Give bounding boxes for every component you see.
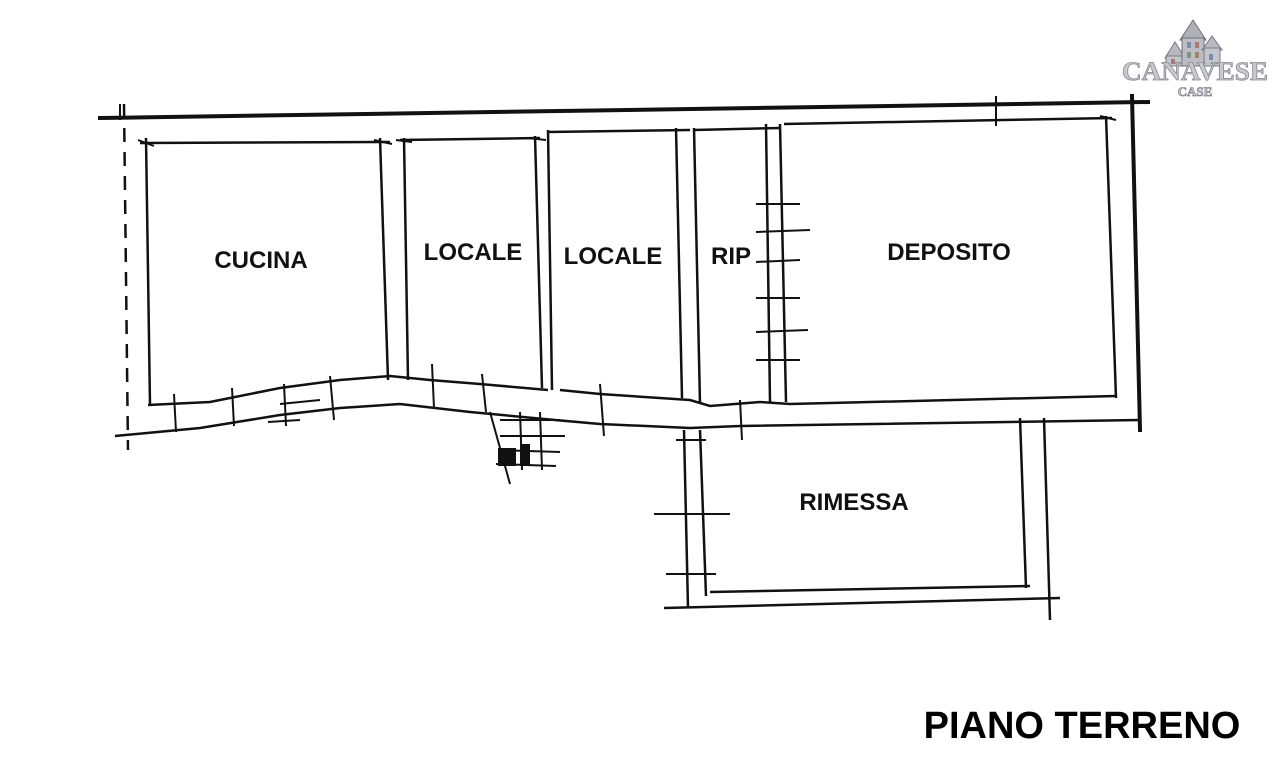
wall-outer-left xyxy=(122,103,152,451)
floor-title: PIANO TERRENO xyxy=(924,705,1241,747)
room-label-cucina: CUCINA xyxy=(214,247,307,274)
room-label-locale-1: LOCALE xyxy=(424,239,523,266)
wall-outer-top xyxy=(97,99,1151,145)
partition-walls xyxy=(378,123,788,405)
logo-sub-text: CASE xyxy=(1178,84,1213,99)
canavese-case-logo: CANAVESE CASE xyxy=(1122,19,1268,99)
wall-outer-right xyxy=(1104,93,1143,433)
room-label-rip: RIP xyxy=(711,243,751,270)
room-label-locale-2: LOCALE xyxy=(564,243,663,270)
dimension-ticks xyxy=(119,96,1117,575)
room-label-deposito: DEPOSITO xyxy=(887,239,1011,266)
house-icon xyxy=(1164,19,1223,67)
room-label-rimessa: RIMESSA xyxy=(799,489,908,516)
wall-rimessa xyxy=(663,417,1061,621)
stair-hatch xyxy=(489,411,565,485)
wall-bottom xyxy=(114,374,1141,438)
logo-brand-text: CANAVESE xyxy=(1122,57,1268,86)
